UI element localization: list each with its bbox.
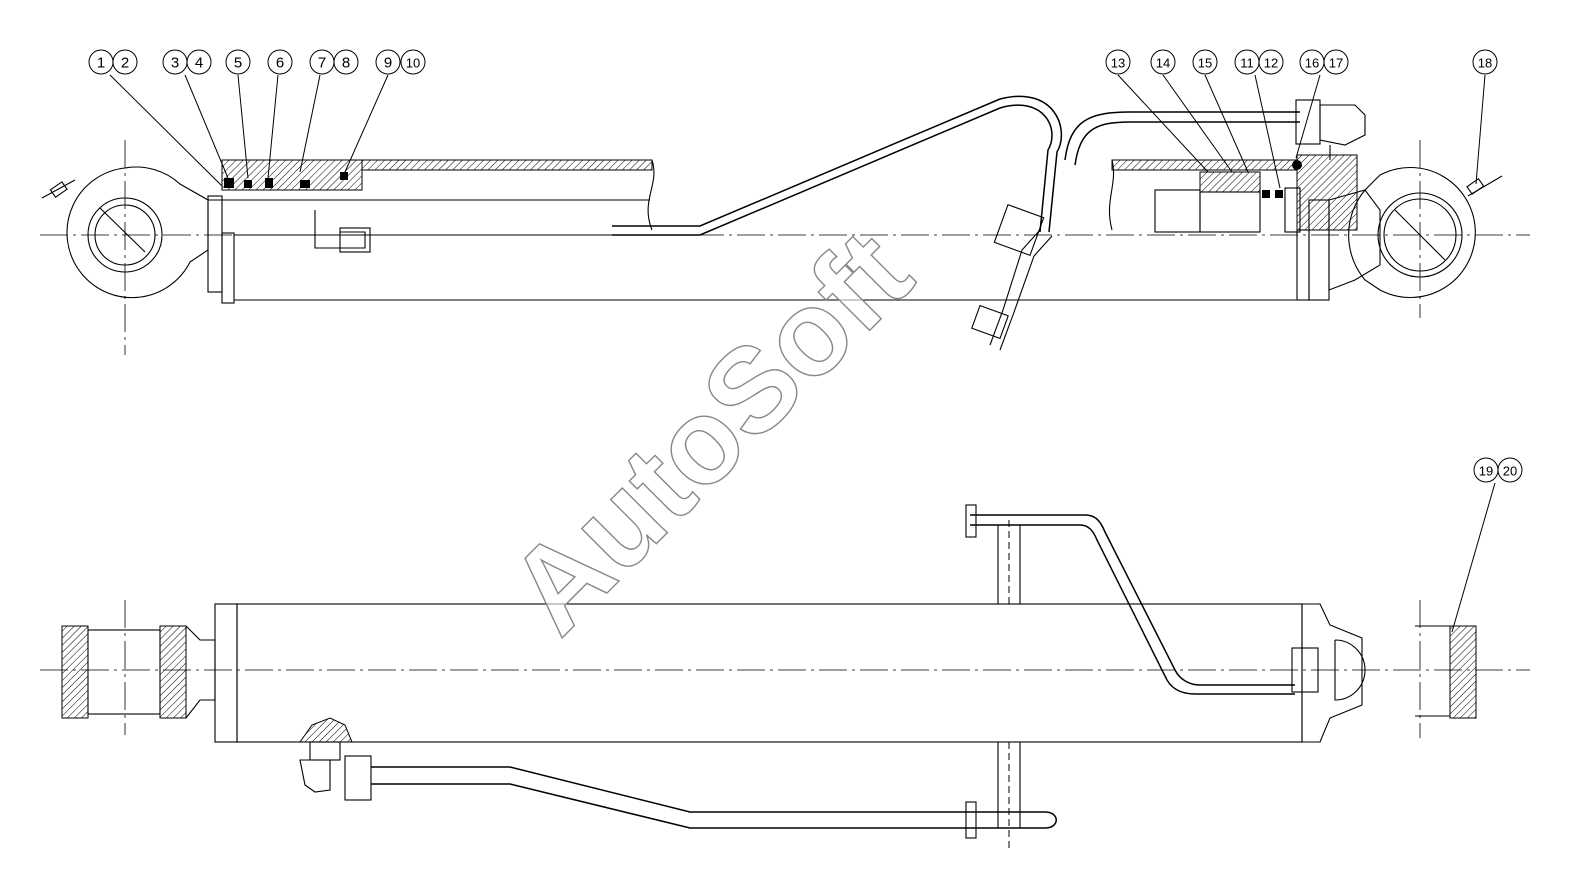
- callout-number: 12: [1264, 56, 1278, 71]
- callout-5: 5: [225, 49, 251, 75]
- callout-16: 16: [1299, 49, 1325, 75]
- callout-number: 8: [342, 55, 350, 72]
- left-clevis: [61, 603, 238, 743]
- callout-1: 1: [88, 49, 114, 75]
- callout-number: 18: [1478, 56, 1492, 71]
- bottom-lower-pipe: [299, 717, 1057, 850]
- callout-8: 8: [333, 49, 359, 75]
- callout-19: 19: [1473, 457, 1499, 483]
- callout-number: 19: [1479, 464, 1493, 479]
- callout-number: 13: [1111, 56, 1125, 71]
- callout-18: 18: [1472, 49, 1498, 75]
- top-view: [40, 95, 1530, 355]
- callout-number: 14: [1156, 56, 1170, 71]
- callout-2: 2: [112, 49, 138, 75]
- callout-number: 20: [1503, 464, 1517, 479]
- callout-number: 7: [318, 55, 326, 72]
- callout-17: 17: [1323, 49, 1349, 75]
- rod-gland: [207, 159, 650, 304]
- callout-9: 9: [375, 49, 401, 75]
- callout-number: 9: [384, 55, 392, 72]
- callout-number: 15: [1198, 56, 1212, 71]
- top-pipe: [612, 95, 1366, 351]
- left-eye: [41, 140, 209, 355]
- callout-number: 17: [1329, 56, 1343, 71]
- barrel: [234, 154, 1381, 301]
- callout-15: 15: [1192, 49, 1218, 75]
- callout-4: 4: [186, 49, 212, 75]
- callout-6: 6: [267, 49, 293, 75]
- callout-number: 5: [234, 55, 242, 72]
- right-clevis: [1291, 603, 1477, 743]
- callout-number: 16: [1305, 56, 1319, 71]
- watermark: AutoSoft: [484, 205, 937, 658]
- callout-12: 12: [1258, 49, 1284, 75]
- callout-10: 10: [400, 49, 426, 75]
- callout-14: 14: [1150, 49, 1176, 75]
- callout-number: 2: [121, 55, 129, 72]
- callout-number: 6: [276, 55, 284, 72]
- callout-number: 4: [195, 55, 203, 72]
- callout-11: 11: [1234, 49, 1260, 75]
- callout-number: 1: [97, 55, 105, 72]
- bottom-upper-pipe: [965, 504, 1295, 695]
- callout-20: 20: [1497, 457, 1523, 483]
- callout-13: 13: [1105, 49, 1131, 75]
- right-eye: [1348, 140, 1503, 318]
- callout-3: 3: [162, 49, 188, 75]
- leader-lines: [109, 74, 1496, 633]
- callout-number: 3: [171, 55, 179, 72]
- callout-number: 10: [406, 56, 420, 71]
- callout-7: 7: [309, 49, 335, 75]
- callout-number: 11: [1240, 56, 1254, 71]
- bottom-view: [40, 504, 1530, 850]
- bottom-barrel: [236, 603, 1303, 743]
